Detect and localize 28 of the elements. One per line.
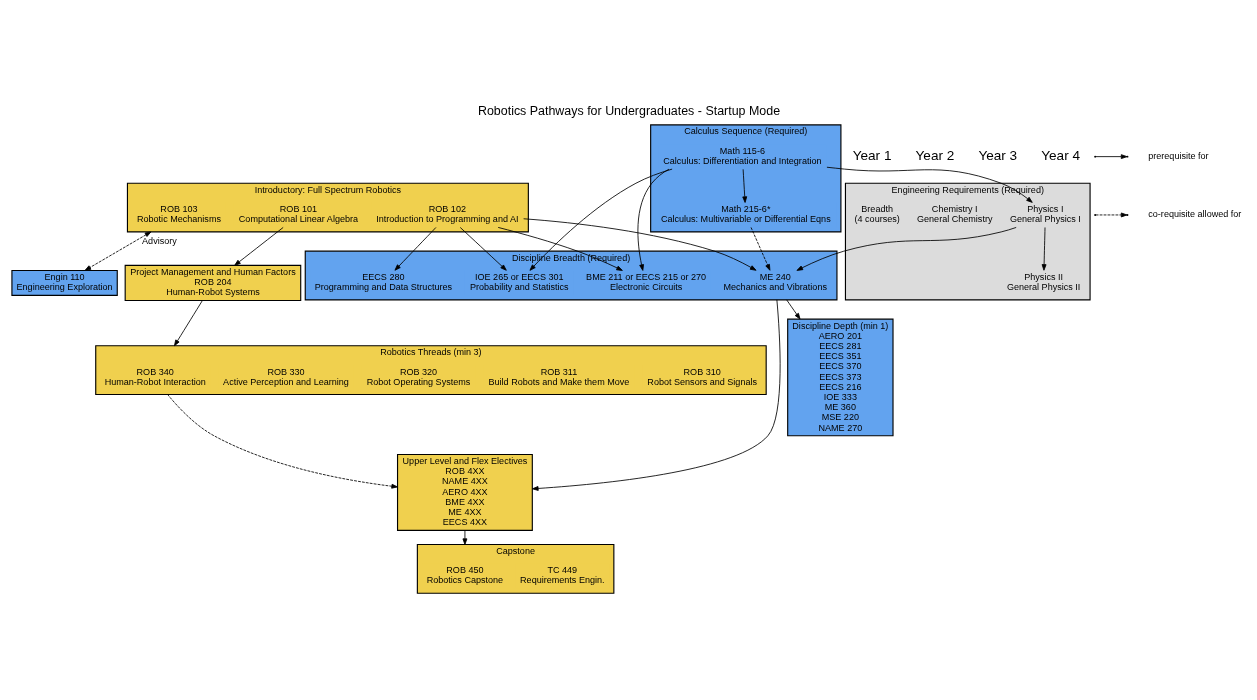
node-text: Physics II General Physics II (1006, 271, 1080, 293)
node-text: ROB 311 Build Robots and Make them Move (488, 366, 629, 387)
node-text: ROB 340 Human-Robot Interaction (104, 366, 206, 387)
node-text: EECS 280 Programming and Data Structures (314, 271, 452, 293)
legend-label: prerequisite for (1147, 150, 1209, 161)
node-text: ROB 330 Active Perception and Learning (222, 366, 349, 387)
edge-label: Advisory (141, 235, 177, 246)
node-text: ROB 450 Robotics Capstone (426, 565, 503, 586)
label: Year 3 (977, 148, 1017, 164)
node-text: ROB 310 Robot Sensors and Signals (646, 366, 757, 387)
node-text: TC 449 Requirements Engin. (519, 565, 605, 586)
node-text: ROB 103 Robotic Mechanisms (136, 204, 221, 225)
node-text: Chemistry I General Chemistry (916, 204, 992, 225)
label: Year 1 (852, 148, 891, 164)
node-text: Math 115-6 Calculus: Differentiation and Integration (662, 145, 822, 166)
node-text: Physics I General Physics I (1009, 204, 1081, 225)
node-text: Breadth (4 courses) (854, 204, 900, 225)
node-text: ROB 101 Computational Linear Algebra (238, 204, 358, 225)
label: Year 4 (1040, 148, 1080, 164)
legend-label: co-requisite allowed for (1147, 209, 1241, 220)
node-text: ME 240 Mechanics and Vibrations (723, 271, 827, 293)
diagram-title: Robotics Pathways for Undergraduates - Startup Mode (477, 103, 780, 118)
node-text: BME 211 or EECS 215 or 270 Electronic Circuits (585, 271, 706, 293)
node-text: ROB 320 Robot Operating Systems (366, 366, 470, 387)
label: Year 2 (915, 148, 954, 164)
node-text: ROB 102 Introduction to Programming and AI (375, 204, 519, 225)
node-text: Math 215-6* Calculus: Multivariable or Differential Eqns (660, 204, 831, 225)
node-text: IOE 265 or EECS 301 Probability and Statistics (469, 271, 569, 293)
